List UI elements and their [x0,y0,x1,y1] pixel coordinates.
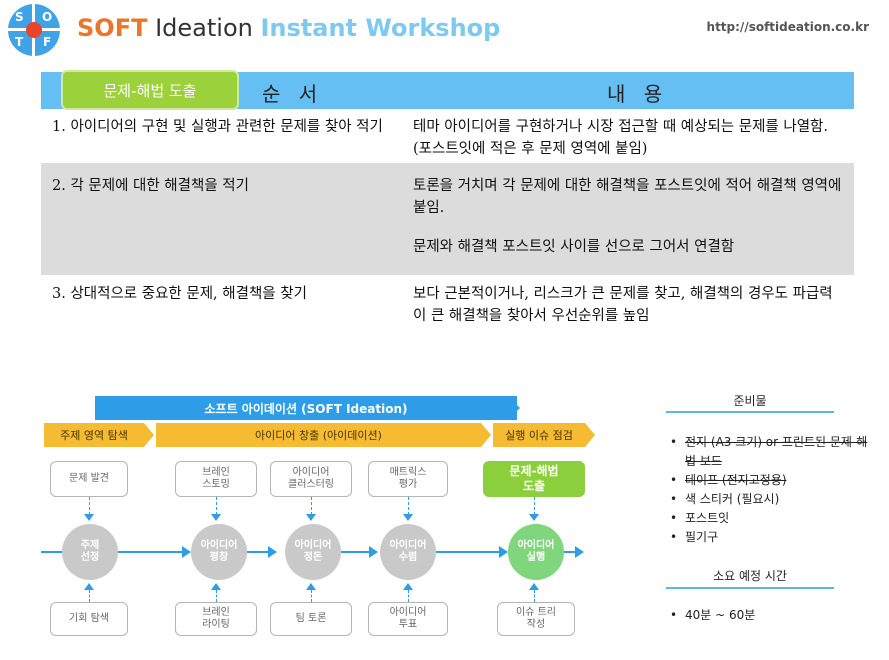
phase-execution-check: 실행 이슈 점검 [493,423,585,447]
logo-letter: O [42,10,53,24]
arrow-up-icon [84,583,94,590]
site-url[interactable]: http://softideation.co.kr [706,20,869,34]
list-item: 색 스티커 (필요시) [668,490,868,509]
connector [408,590,409,602]
arrow-right-icon [268,546,277,558]
logo: S O T F [8,4,60,56]
arrow-right-icon [369,546,378,558]
arrow-down-icon [211,514,221,521]
logo-center-dot [26,22,42,38]
table-row: 3. 상대적으로 중요한 문제, 해결책을 찾기 보다 근본적이거나, 리스크가… [41,275,854,335]
list-item: 필기구 [668,528,868,547]
connector [89,497,90,515]
flow-line [434,551,500,553]
connector [311,497,312,515]
title-ideation: Ideation [155,14,253,42]
column-header-content: 내 용 [607,82,669,106]
flow-line [41,551,63,553]
connector [408,497,409,515]
table-row: 2. 각 문제에 대한 해결책을 적기 토론을 거치며 각 문제에 대한 해결책… [41,163,854,275]
activity-box: 브레인 라이팅 [175,602,257,636]
time-title: 소요 예정 시간 [713,569,787,583]
connector [311,590,312,602]
list-item: 포스트잇 [668,509,868,528]
step-circle: 아이디어 정돈 [285,524,341,580]
phase-arrow-tip [144,423,154,447]
arrow-right-icon [499,546,508,558]
banner-arrow-tip [508,396,520,420]
page-title: SOFT Ideation Instant Workshop [77,14,500,42]
phase-ideation: 아이디어 창출 (아이데이션) [156,423,481,447]
arrow-down-icon [306,514,316,521]
arrow-up-icon [306,583,316,590]
title-instant-workshop: Instant Workshop [260,14,501,42]
logo-letter: S [15,10,24,24]
step-cell: 3. 상대적으로 중요한 문제, 해결책을 찾기 [52,286,307,302]
arrow-up-icon [403,583,413,590]
connector [89,590,90,602]
activity-box: 매트릭스 평가 [368,461,448,497]
logo-letter: F [43,35,52,49]
arrow-right-icon [575,546,584,558]
step-cell: 2. 각 문제에 대한 해결책을 적기 [52,178,249,194]
phase-arrow-tip [585,423,595,447]
process-banner: 소프트 아이데이션 (SOFT Ideation) [95,396,517,420]
title-soft: SOFT [77,14,148,42]
materials-list: 전지 (A3 크기) or 프린트된 문제-해법 보드 테이프 (전지고정용) … [668,433,868,547]
time-list: 40분 ~ 60분 [668,606,868,625]
connector [534,497,535,515]
step-circle: 아이디어 수렴 [380,524,436,580]
step-circle: 주제 선정 [62,524,118,580]
step-circle: 아이디어 평창 [191,524,247,580]
logo-letter: T [15,35,24,49]
divider [666,411,834,413]
arrow-down-icon [529,514,539,521]
content-cell: 토론을 거치며 각 문제에 대한 해결책을 포스트잇에 적어 해결책 영역에 붙… [413,178,842,216]
phase-explore: 주제 영역 탐색 [44,423,144,447]
phase-arrow-tip [481,423,491,447]
table-row: 1. 아이디어의 구현 및 실행과 관련한 문제를 찾아 적기 테마 아이디어를… [41,109,854,163]
step-cell: 1. 아이디어의 구현 및 실행과 관련한 문제를 찾아 적기 [52,119,383,135]
flow-line [339,551,370,553]
arrow-up-icon [529,583,539,590]
flow-line [564,551,576,553]
activity-box: 이슈 트리 작성 [497,602,575,636]
connector [216,590,217,602]
activity-box: 기회 탐색 [50,602,128,636]
activity-box: 브레인 스토밍 [175,461,257,497]
activity-box: 아이디어 클러스터링 [270,461,352,497]
step-circle-highlight: 아이디어 실행 [508,524,564,580]
column-header-order: 순 서 [262,82,324,106]
activity-box: 문제 발견 [50,461,128,497]
flow-line [245,551,269,553]
list-item: 전지 (A3 크기) or 프린트된 문제-해법 보드 [668,433,868,471]
connector [534,590,535,602]
connector [216,497,217,515]
divider [666,587,834,589]
activity-box: 아이디어 투표 [368,602,448,636]
section-tag: 문제-해법 도출 [61,70,239,110]
arrow-right-icon [182,546,191,558]
arrow-down-icon [403,514,413,521]
materials-title: 준비물 [733,394,767,408]
content-cell: 보다 근본적이거나, 리스크가 큰 문제를 찾고, 해결책의 경우도 파급력이 … [413,286,833,324]
flow-line [117,551,183,553]
arrow-down-icon [84,514,94,521]
list-item: 테이프 (전지고정용) [668,471,868,490]
content-cell: 테마 아이디어를 구현하거나 시장 접근할 때 예상되는 문제를 나열함. (포… [413,119,828,157]
content-cell: 문제와 해결책 포스트잇 사이를 선으로 그어서 연결함 [413,239,735,255]
activity-box-highlight: 문제-해법 도출 [483,461,585,497]
list-item: 40분 ~ 60분 [668,606,868,625]
activity-box: 팀 토론 [270,602,352,636]
arrow-up-icon [211,583,221,590]
